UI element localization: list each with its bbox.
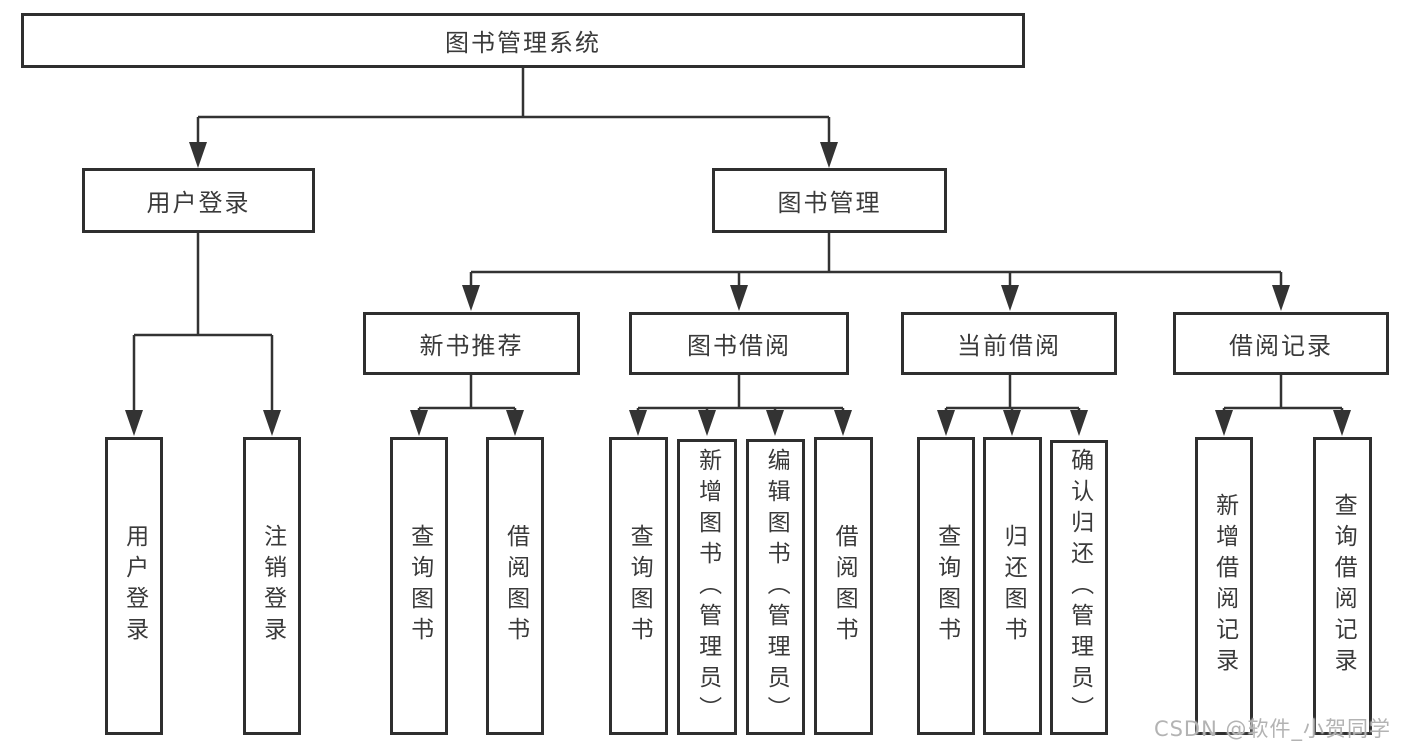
node-label: 用户登录 [146,189,251,217]
node-label: 借阅记录 [1229,332,1333,360]
leaf-query-book-current: 查询图书 [917,437,975,735]
leaf-return-book: 归还图书 [983,437,1042,735]
node-label: 查询图书 [626,524,653,648]
node-label: 当前借阅 [957,332,1061,360]
node-label: 编辑图书（管理员） [763,447,790,727]
node-book-borrow: 图书借阅 [629,312,849,375]
node-label: 归还图书 [1000,524,1027,648]
node-label: 注销登录 [259,524,286,648]
node-new-book-recommend: 新书推荐 [363,312,580,375]
leaf-confirm-return-admin: 确认归还（管理员） [1050,440,1108,735]
node-label: 新增图书（管理员） [694,447,721,727]
leaf-query-book-borrow: 查询图书 [609,437,668,735]
leaf-borrow-book: 借阅图书 [814,437,873,735]
node-label: 查询图书 [933,524,960,648]
node-label: 图书管理 [777,189,882,217]
node-label: 查询图书 [406,524,433,648]
leaf-user-login: 用户登录 [105,437,163,735]
csdn-watermark: CSDN @软件_小贺同学 [1153,717,1391,741]
node-label: 新增借阅记录 [1211,493,1238,679]
node-label: 查询借阅记录 [1330,493,1357,679]
leaf-add-borrow-record: 新增借阅记录 [1195,437,1253,735]
node-label: 借阅图书 [831,524,858,648]
node-library-management-system: 图书管理系统 [21,13,1025,68]
node-borrow-records: 借阅记录 [1173,312,1389,375]
node-label: 图书管理系统 [445,29,601,57]
node-book-management: 图书管理 [712,168,947,233]
leaf-borrow-book-recommend: 借阅图书 [486,437,544,735]
leaf-add-book-admin: 新增图书（管理员） [677,439,737,735]
node-user-login: 用户登录 [82,168,315,233]
node-label: 借阅图书 [502,524,529,648]
leaf-logout: 注销登录 [243,437,301,735]
leaf-edit-book-admin: 编辑图书（管理员） [746,439,805,735]
leaf-query-book-recommend: 查询图书 [390,437,448,735]
node-label: 用户登录 [121,524,148,648]
node-label: 确认归还（管理员） [1066,448,1093,727]
node-label: 图书借阅 [687,332,791,360]
leaf-query-borrow-record: 查询借阅记录 [1313,437,1372,735]
node-label: 新书推荐 [419,332,524,360]
node-current-borrow: 当前借阅 [901,312,1117,375]
